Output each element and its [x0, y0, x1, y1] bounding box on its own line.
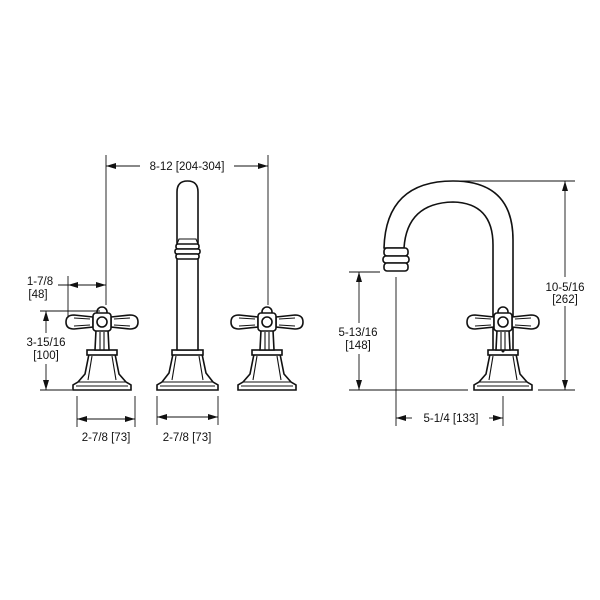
- spout-clearance-in: 5-13/16: [338, 327, 377, 339]
- total-height-in: 10-5/16: [545, 282, 584, 294]
- handle-offset-mm: [48]: [28, 289, 47, 301]
- handle-offset-in: 1-7/8: [27, 276, 53, 288]
- spout-front-view: [156, 180, 219, 391]
- handle-base-label: 2-7/8 [73]: [82, 432, 131, 444]
- spread-label: 8-12 [204-304]: [150, 161, 225, 173]
- dimension-spout-clearance: 5-13/16 [148]: [338, 271, 468, 391]
- dimension-spread: 8-12 [204-304]: [105, 155, 269, 305]
- dimension-handle-offset: 1-7/8 [48]: [27, 276, 106, 318]
- total-height-mm: [262]: [552, 294, 578, 306]
- handle-height-in: 3-15/16: [26, 337, 65, 349]
- dimension-handle-base: 2-7/8 [73]: [76, 396, 136, 444]
- handle-height-mm: [100]: [33, 350, 59, 362]
- dimension-spout-reach: 5-1/4 [133]: [395, 277, 504, 426]
- spout-base-label: 2-7/8 [73]: [163, 432, 212, 444]
- dimension-spout-base: 2-7/8 [73]: [156, 396, 219, 444]
- left-handle: [65, 306, 139, 391]
- right-handle: [230, 306, 304, 391]
- dimension-handle-height: 3-15/16 [100]: [26, 310, 100, 391]
- faucet-side-view: [382, 180, 540, 391]
- spout-clearance-mm: [148]: [345, 340, 371, 352]
- dimension-total-height: 10-5/16 [262]: [455, 180, 585, 391]
- spout-reach-label: 5-1/4 [133]: [424, 413, 479, 425]
